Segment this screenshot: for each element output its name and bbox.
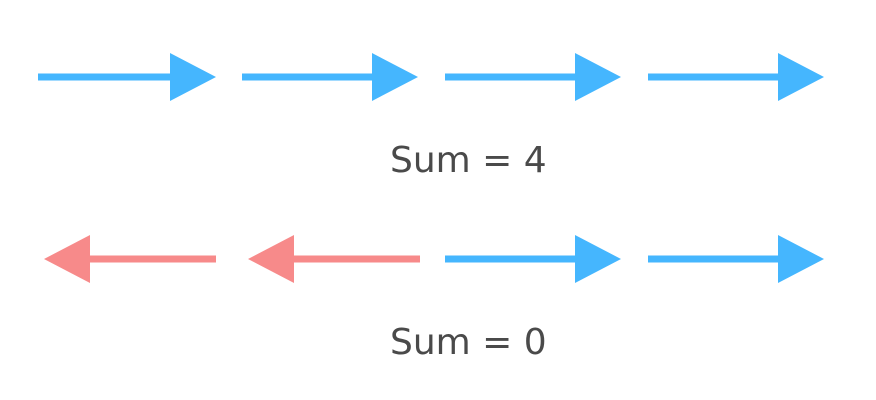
left-arrow-1: [248, 235, 420, 283]
sum-label-bottom: Sum = 0: [390, 322, 547, 363]
arrow-head: [372, 53, 418, 101]
right-arrow-3: [648, 53, 824, 101]
arrow-head: [44, 235, 90, 283]
row-mixed: [44, 235, 824, 283]
arrow-shaft: [292, 255, 420, 263]
arrow-head: [575, 53, 621, 101]
arrow-head: [248, 235, 294, 283]
right-arrow-0: [38, 53, 216, 101]
right-arrow-2: [445, 235, 621, 283]
arrow-shaft: [88, 255, 216, 263]
right-arrow-1: [242, 53, 418, 101]
right-arrow-2: [445, 53, 621, 101]
arrow-shaft: [242, 73, 374, 81]
arrow-head: [778, 235, 824, 283]
arrow-shaft: [38, 73, 172, 81]
arrow-shaft: [445, 255, 577, 263]
row-all-right: [38, 53, 824, 101]
arrow-head: [575, 235, 621, 283]
arrow-shaft: [648, 73, 780, 81]
arrow-shaft: [648, 255, 780, 263]
sum-label-top: Sum = 4: [390, 140, 547, 181]
arrow-shaft: [445, 73, 577, 81]
arrow-head: [778, 53, 824, 101]
arrow-head: [170, 53, 216, 101]
left-arrow-0: [44, 235, 216, 283]
right-arrow-3: [648, 235, 824, 283]
